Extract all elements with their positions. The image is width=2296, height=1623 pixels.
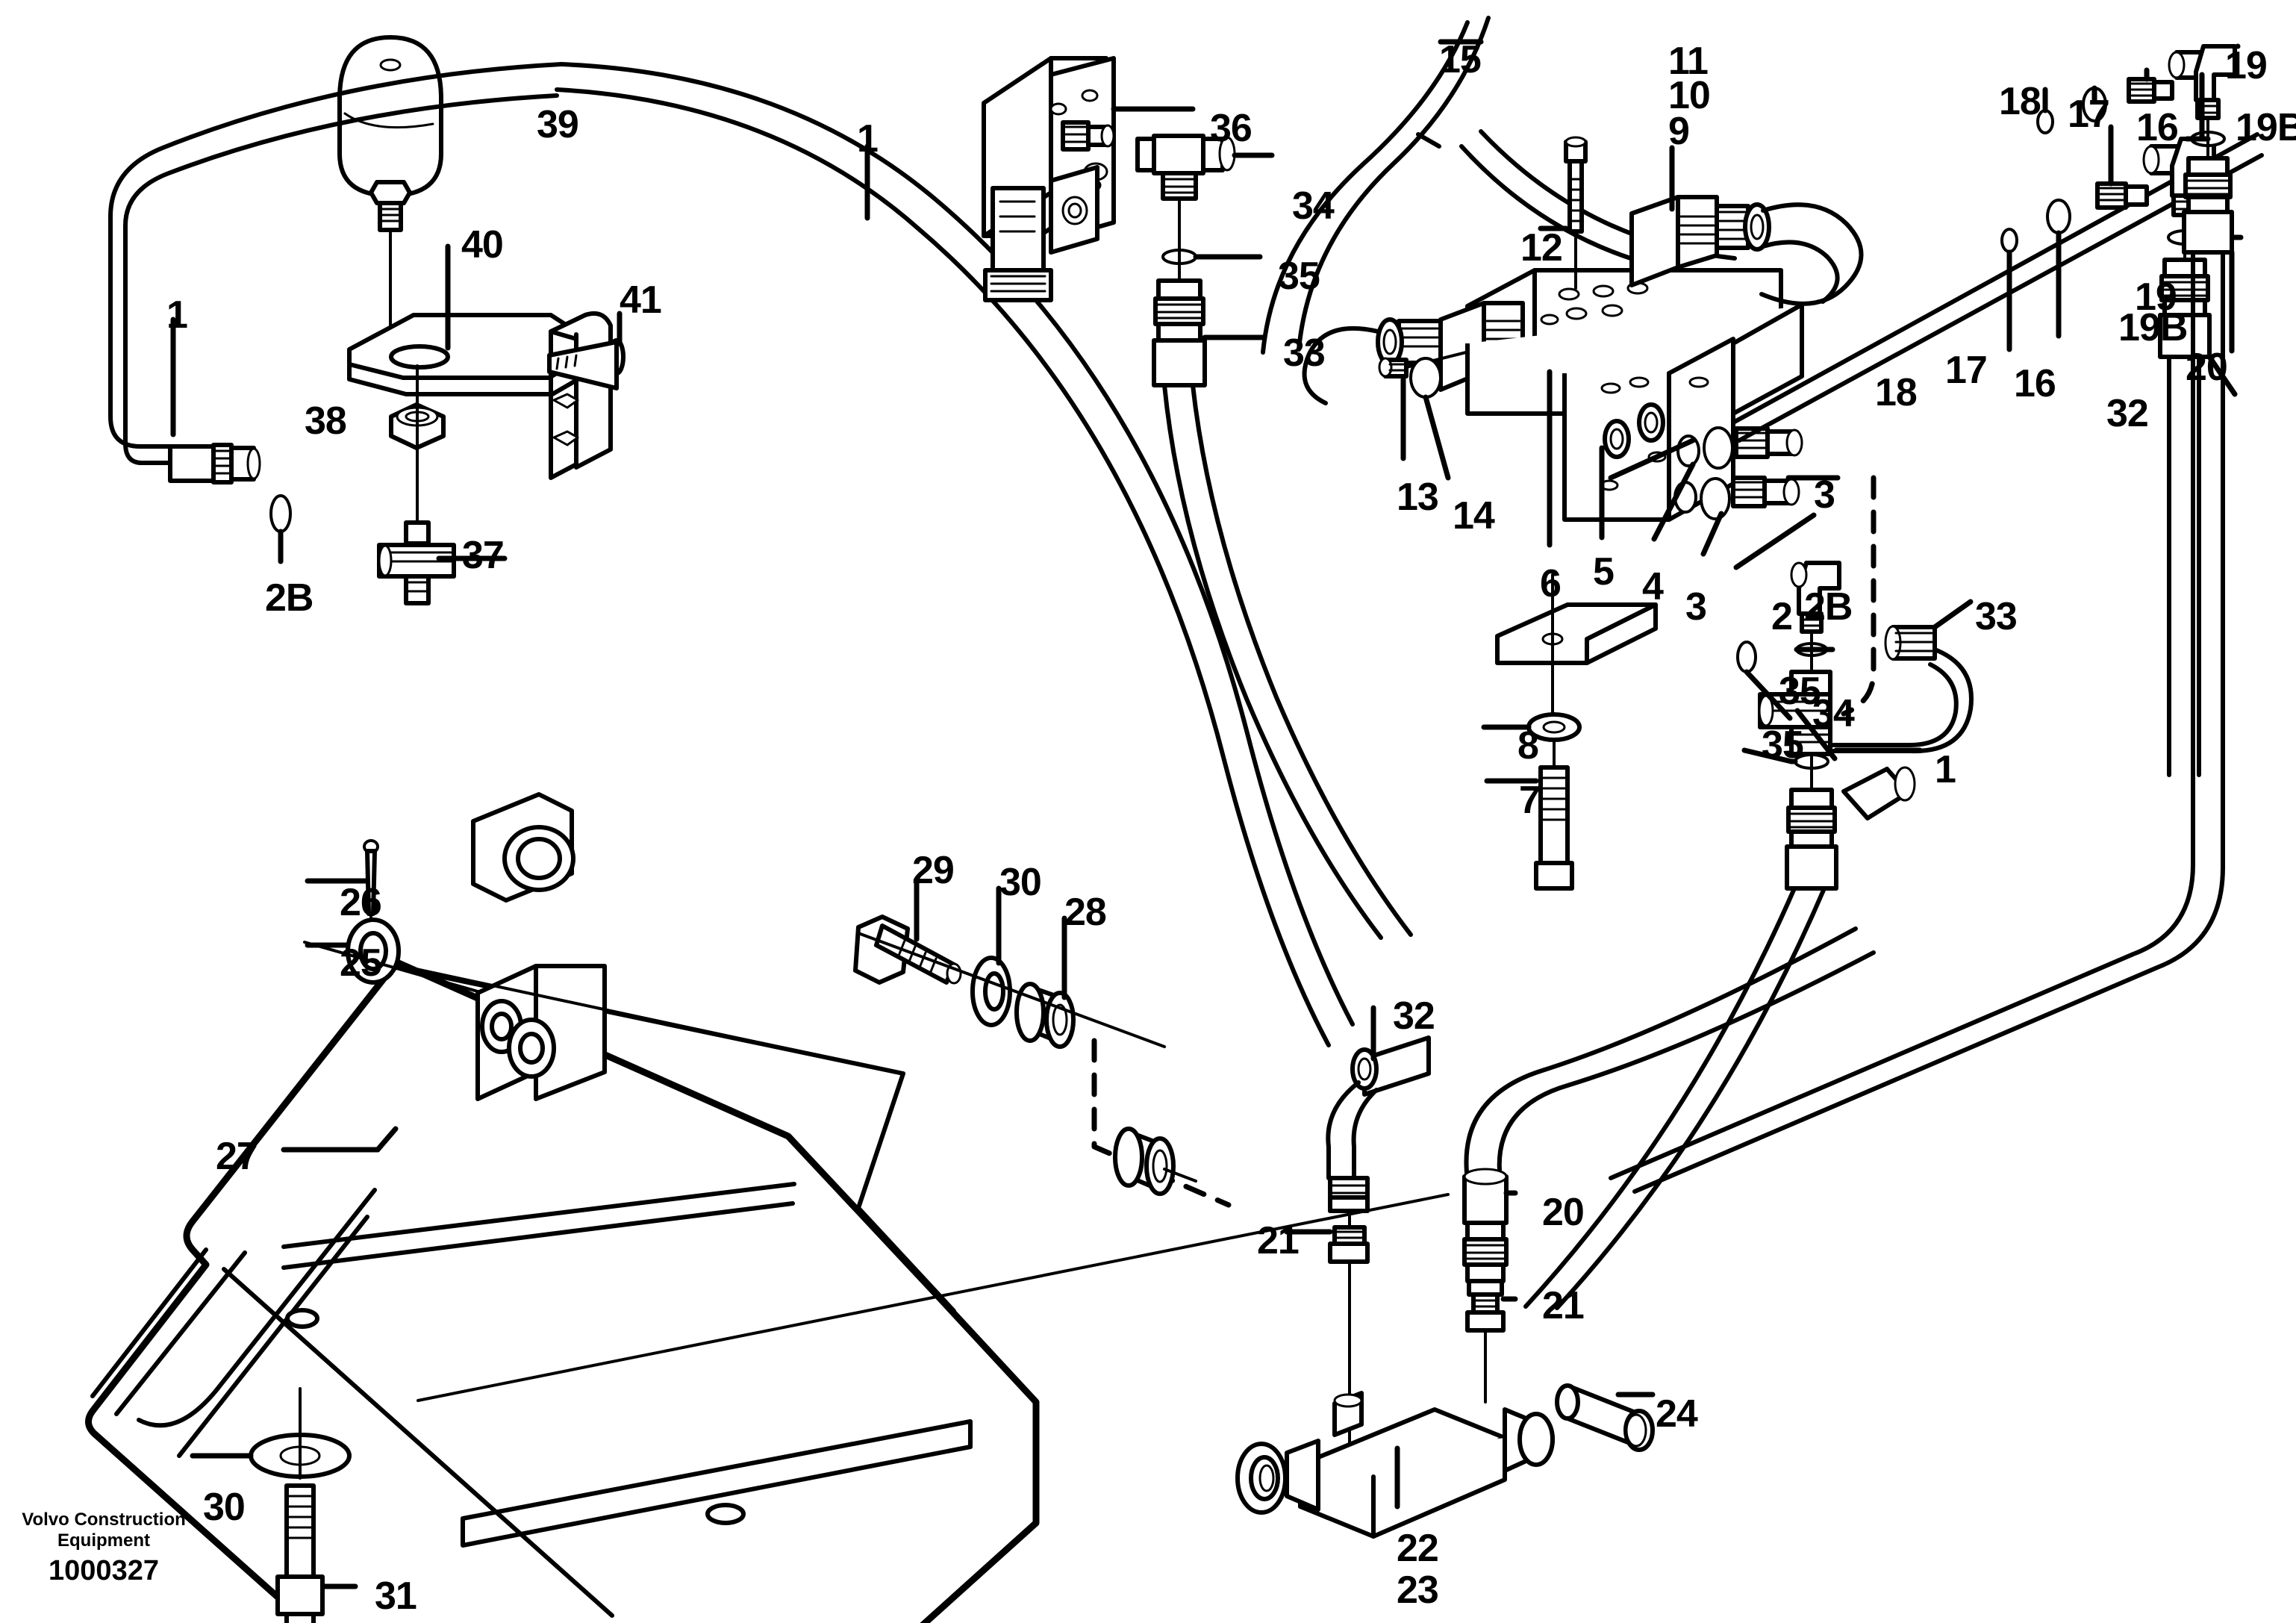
callout-18: 18 bbox=[1875, 371, 1918, 414]
nipple-16-upper bbox=[2127, 77, 2174, 104]
callout-25: 25 bbox=[340, 941, 382, 985]
callout-28: 28 bbox=[1064, 891, 1107, 934]
callout-29: 29 bbox=[912, 849, 955, 892]
callout-20: 20 bbox=[2186, 346, 2228, 389]
callout-2: 2 bbox=[1771, 595, 1793, 638]
callout-38: 38 bbox=[305, 399, 347, 443]
callout-18: 18 bbox=[1999, 80, 2041, 123]
tee-fitting-part-37 bbox=[269, 494, 508, 605]
callout-10: 10 bbox=[1668, 74, 1711, 117]
callout-4: 4 bbox=[1642, 565, 1664, 608]
callout-3: 3 bbox=[1685, 585, 1707, 629]
brand-line-2: Equipment bbox=[57, 1530, 150, 1551]
stud-fitting-upper-part-3 bbox=[1734, 426, 1803, 459]
nipple-21-lower bbox=[1465, 1279, 1518, 1333]
callout-2B: 2B bbox=[1804, 585, 1853, 629]
callout-34: 34 bbox=[1292, 184, 1335, 228]
callout-30: 30 bbox=[999, 861, 1042, 904]
callout-19B: 19B bbox=[2118, 306, 2188, 349]
callout-24: 24 bbox=[1656, 1392, 1698, 1436]
callout-16: 16 bbox=[2014, 362, 2056, 405]
callout-1: 1 bbox=[857, 117, 879, 161]
callout-13: 13 bbox=[1397, 476, 1439, 519]
bolt-washer-bushing-group bbox=[853, 879, 1232, 1208]
callout-3: 3 bbox=[1814, 473, 1835, 517]
callout-16: 16 bbox=[2136, 106, 2179, 149]
callout-17: 17 bbox=[1945, 349, 1988, 392]
valve-block-lower-tee-group bbox=[1523, 475, 1974, 1310]
callout-35: 35 bbox=[1779, 670, 1821, 713]
coupling-20-upper bbox=[2182, 156, 2234, 255]
brand-line-1: Volvo Construction bbox=[22, 1510, 186, 1530]
coupling-20-cylinder bbox=[1462, 1168, 1518, 1283]
callout-23: 23 bbox=[1397, 1569, 1439, 1612]
callout-35: 35 bbox=[1278, 255, 1320, 298]
main-hose-arch-part-1 bbox=[555, 62, 1355, 1047]
callout-32: 32 bbox=[1393, 994, 1435, 1038]
pressure-switch-part-36 bbox=[982, 56, 1196, 302]
callout-2B: 2B bbox=[265, 576, 313, 620]
callout-14: 14 bbox=[1453, 494, 1495, 538]
callout-20: 20 bbox=[1542, 1191, 1585, 1234]
callout-1: 1 bbox=[166, 293, 188, 337]
footer-branding: Volvo Construction Equipment 1000327 bbox=[18, 1510, 190, 1587]
accumulator-part-39 bbox=[337, 35, 443, 352]
callout-27: 27 bbox=[216, 1135, 258, 1178]
callout-40: 40 bbox=[461, 223, 504, 267]
callout-33: 33 bbox=[1975, 595, 2018, 638]
right-fittings-group bbox=[1609, 43, 2244, 1194]
callout-31: 31 bbox=[375, 1574, 417, 1618]
cylinder-hose-branch bbox=[1284, 926, 1876, 1483]
hose-run-left-part-1 bbox=[108, 62, 564, 485]
callout-7: 7 bbox=[1519, 779, 1541, 822]
callout-36: 36 bbox=[1210, 107, 1252, 150]
callout-15: 15 bbox=[1439, 38, 1482, 81]
callout-32: 32 bbox=[2106, 392, 2149, 435]
stud-fitting-lower-part-3 bbox=[1731, 476, 1800, 508]
nipple-16-lower bbox=[2095, 181, 2149, 210]
callout-21: 21 bbox=[1542, 1284, 1585, 1327]
callout-30: 30 bbox=[203, 1486, 246, 1529]
spacer-and-screw bbox=[1481, 573, 1658, 891]
callout-11: 11 bbox=[1668, 40, 1709, 83]
hose-coupling-33-right bbox=[1829, 599, 1974, 754]
bracket-assembly bbox=[347, 243, 626, 524]
callout-1: 1 bbox=[1935, 748, 1956, 791]
main-valve-block bbox=[1302, 132, 2264, 570]
callout-19: 19 bbox=[2135, 275, 2177, 319]
callout-19B: 19B bbox=[2236, 106, 2296, 149]
callout-6: 6 bbox=[1540, 562, 1562, 605]
callout-22: 22 bbox=[1397, 1527, 1439, 1570]
callout-26: 26 bbox=[340, 881, 382, 924]
callout-17: 17 bbox=[2068, 93, 2110, 136]
callout-37: 37 bbox=[462, 534, 505, 577]
callout-34: 34 bbox=[1812, 692, 1855, 735]
callout-35: 35 bbox=[1762, 723, 1804, 767]
tee-seal-coupling-upper bbox=[1135, 134, 1413, 940]
callout-9: 9 bbox=[1668, 110, 1690, 153]
screw-part-41 bbox=[547, 338, 626, 390]
nipple-21-upper bbox=[1284, 1195, 1370, 1264]
cap-screw-part-12 bbox=[1538, 136, 1588, 290]
bottom-washer-bolt-group bbox=[190, 1387, 358, 1623]
callout-19: 19 bbox=[2225, 44, 2268, 87]
callout-21: 21 bbox=[1257, 1219, 1300, 1262]
callout-8: 8 bbox=[1517, 724, 1539, 767]
callout-5: 5 bbox=[1593, 550, 1615, 594]
callout-41: 41 bbox=[620, 278, 662, 322]
hydraulic-cylinder-part-22 bbox=[1235, 1383, 1656, 1539]
callout-33: 33 bbox=[1283, 331, 1326, 375]
callout-12: 12 bbox=[1520, 226, 1563, 270]
callout-39: 39 bbox=[537, 103, 579, 146]
drawing-number: 1000327 bbox=[49, 1555, 159, 1587]
coupling-32-cylinder bbox=[1350, 1005, 1431, 1097]
pin-and-washer-group bbox=[303, 839, 479, 993]
